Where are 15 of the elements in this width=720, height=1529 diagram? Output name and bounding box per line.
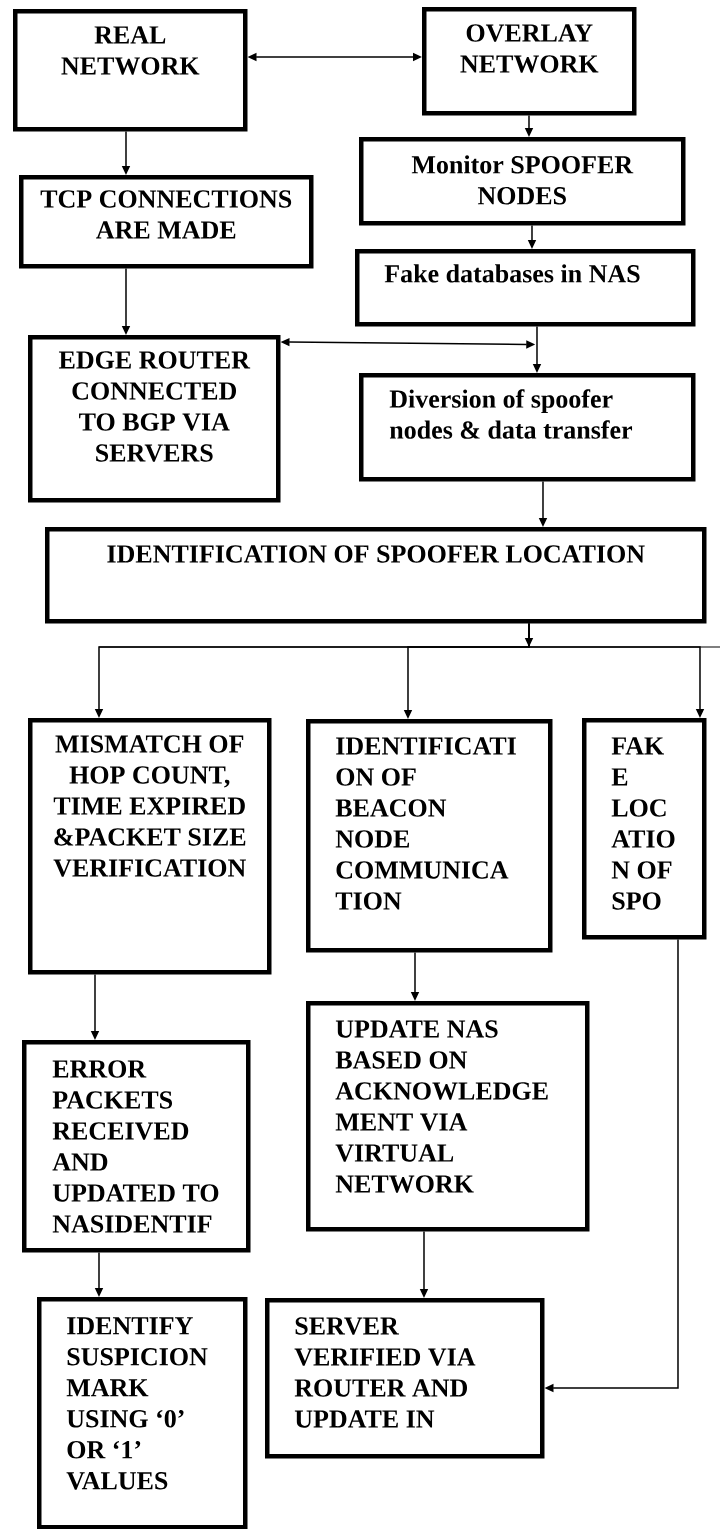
process-box: Diversion of spoofer nodes & data transfer <box>359 373 696 482</box>
process-box: FAK E LOC ATIO N OF SPO <box>582 718 707 940</box>
process-box: EDGE ROUTER CONNECTED TO BGP VIA SERVERS <box>28 335 281 503</box>
process-box: IDENTIFY SUSPICION MARK USING ‘0’ OR ‘1’ VALUES <box>37 1297 248 1529</box>
process-box: IDENTIFICATI ON OF BEACON NODE COMMUNICA TION <box>306 719 553 953</box>
process-box: ERROR PACKETS RECEIVED AND UPDATED TO NASIDENTIF <box>22 1040 251 1253</box>
process-box: TCP CONNECTIONS ARE MADE <box>19 175 314 269</box>
process-box: IDENTIFICATION OF SPOOFER LOCATION <box>45 527 707 624</box>
process-box: Monitor SPOOFER NODES <box>359 137 686 226</box>
process-box: SERVER VERIFIED VIA ROUTER AND UPDATE IN <box>265 1298 545 1459</box>
process-box: MISMATCH OF HOP COUNT, TIME EXPIRED &PACKET SIZE VERIFICATION <box>28 718 272 975</box>
process-box: OVERLAY NETWORK <box>422 7 637 116</box>
process-box: UPDATE NAS BASED ON ACKNOWLEDGE MENT VIA VIRTUAL NETWORK <box>306 1001 590 1232</box>
process-box: REAL NETWORK <box>13 9 248 132</box>
process-box: Fake databases in NAS <box>355 249 696 327</box>
